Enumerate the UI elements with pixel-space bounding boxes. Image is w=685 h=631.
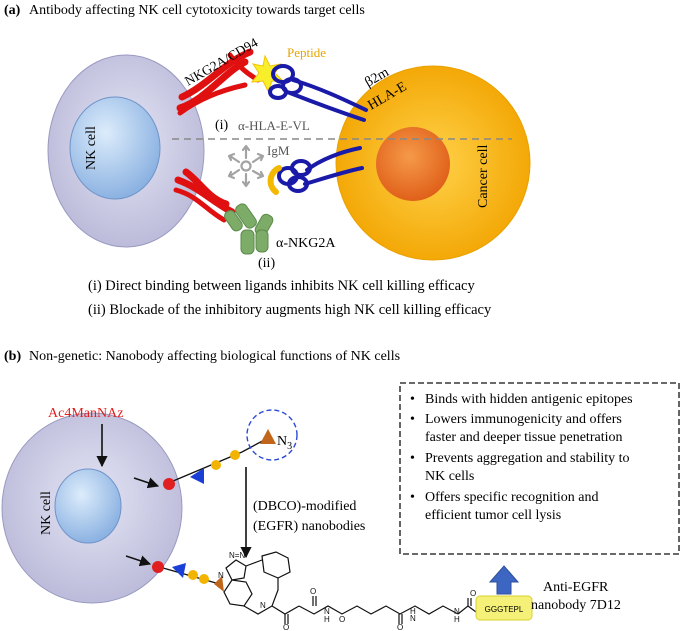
benefit-2-line2: faster and deeper tissue penetration (425, 430, 622, 445)
vl-fragment-icon (267, 165, 282, 195)
svg-text:H: H (454, 615, 460, 624)
glycan-chain-lower (125, 555, 224, 592)
structure-atoms: N=N N N O O H N O O H N H N O (218, 551, 476, 631)
blue-sugar-icon (172, 563, 186, 578)
benefits-box (399, 382, 680, 555)
cancer-cell-label: Cancer cell (476, 145, 491, 208)
nk-nucleus-b (54, 468, 122, 544)
triazole-linker-icon (214, 576, 224, 592)
cancer-nucleus (376, 127, 450, 201)
hla-e-upper (268, 64, 368, 122)
panel-a-label: (a) (4, 3, 21, 18)
peptide-tag-box (475, 595, 533, 621)
svg-text:•: • (410, 392, 415, 407)
azide-highlight-circle (246, 409, 298, 461)
svg-text:O: O (470, 589, 476, 598)
azide-label: N3 (277, 434, 292, 452)
blue-sugar-icon (190, 468, 204, 484)
nk-cell-label-a: NK cell (84, 126, 99, 170)
svg-text:O: O (310, 587, 316, 596)
dbco-linker-structure (223, 551, 459, 624)
glycan-chain-upper (163, 429, 276, 490)
sugar-label: Ac4ManNAz (48, 406, 123, 421)
benefit-2-line1: Lowers immunogenicity and offers (425, 412, 622, 427)
nkg2a-cd94-receptor-lower (173, 168, 236, 223)
red-sugar-icon (152, 561, 164, 573)
benefits-list: • Binds with hidden antigenic epitopes •… (410, 392, 633, 523)
nanobody-linker (457, 598, 477, 615)
benefit-3-line1: Prevents aggregation and stability to (425, 451, 630, 466)
anti-nkg2a-label: α-NKG2A (276, 236, 336, 251)
anti-nkg2a-antibody-icon (224, 203, 274, 255)
svg-text:N: N (454, 607, 460, 616)
benefit-4-line2: efficient tumor cell lysis (425, 508, 561, 523)
svg-text:O: O (283, 623, 289, 631)
benefit-4-line1: Offers specific recognition and (425, 490, 599, 505)
benefit-3-line2: NK cells (425, 469, 474, 484)
hla-e-lower (277, 146, 364, 193)
note-i: (i) Direct binding between ligands inhib… (88, 278, 475, 294)
peptide-tag-label: GGGTEPL (485, 605, 524, 614)
nanobody-label-line2: nanobody 7D12 (531, 598, 621, 613)
yellow-sugar-icon (188, 570, 198, 580)
sugar-arrow-into-membrane (133, 477, 160, 489)
svg-text:O: O (397, 623, 403, 631)
igm-pentamer-icon (227, 144, 265, 188)
panel-a-title: Antibody affecting NK cell cytotoxicity … (29, 3, 365, 18)
benefit-1-line1: Binds with hidden antigenic epitopes (425, 392, 633, 407)
case-i-marker: (i) (215, 118, 229, 133)
svg-text:N: N (218, 571, 224, 580)
svg-text:N: N (260, 601, 266, 610)
nanobody-label-line1: Anti-EGFR (543, 580, 609, 595)
nk-nucleus-a (69, 96, 161, 200)
nk-cell-a: NK cell (47, 54, 205, 248)
svg-text:H: H (324, 615, 330, 624)
nk-cell-b: NK cell (1, 412, 183, 604)
yellow-sugar-icon (211, 460, 221, 470)
peptide-star (250, 54, 285, 93)
peptide-label: Peptide (287, 45, 326, 60)
svg-text:N: N (410, 614, 416, 623)
case-ii-marker: (ii) (258, 256, 275, 271)
note-ii: (ii) Blockade of the inhibitory augments… (88, 302, 492, 318)
blue-up-arrow (488, 565, 520, 595)
dbco-label-line2: (EGFR) nanobodies (253, 519, 365, 534)
svg-text:H: H (410, 607, 416, 616)
dbco-label-line1: (DBCO)-modified (253, 499, 356, 514)
yellow-sugar-icon (230, 450, 240, 460)
igm-label: IgM (267, 143, 290, 158)
antibody-vl-label: α-HLA-E-VL (238, 118, 310, 133)
svg-text:•: • (410, 451, 415, 466)
svg-text:N=N: N=N (229, 551, 245, 560)
svg-text:•: • (410, 412, 415, 427)
azide-sugar-icon (260, 429, 276, 444)
svg-text:•: • (410, 490, 415, 505)
yellow-sugar-icon (199, 574, 209, 584)
red-sugar-icon (163, 478, 175, 490)
svg-text:N: N (324, 607, 330, 616)
svg-text:O: O (339, 615, 345, 624)
panel-b-title: Non-genetic: Nanobody affecting biologic… (29, 349, 400, 364)
nk-cell-label-b: NK cell (39, 491, 54, 535)
panel-b-label: (b) (4, 349, 21, 364)
cancer-cell: Cancer cell (335, 65, 531, 261)
